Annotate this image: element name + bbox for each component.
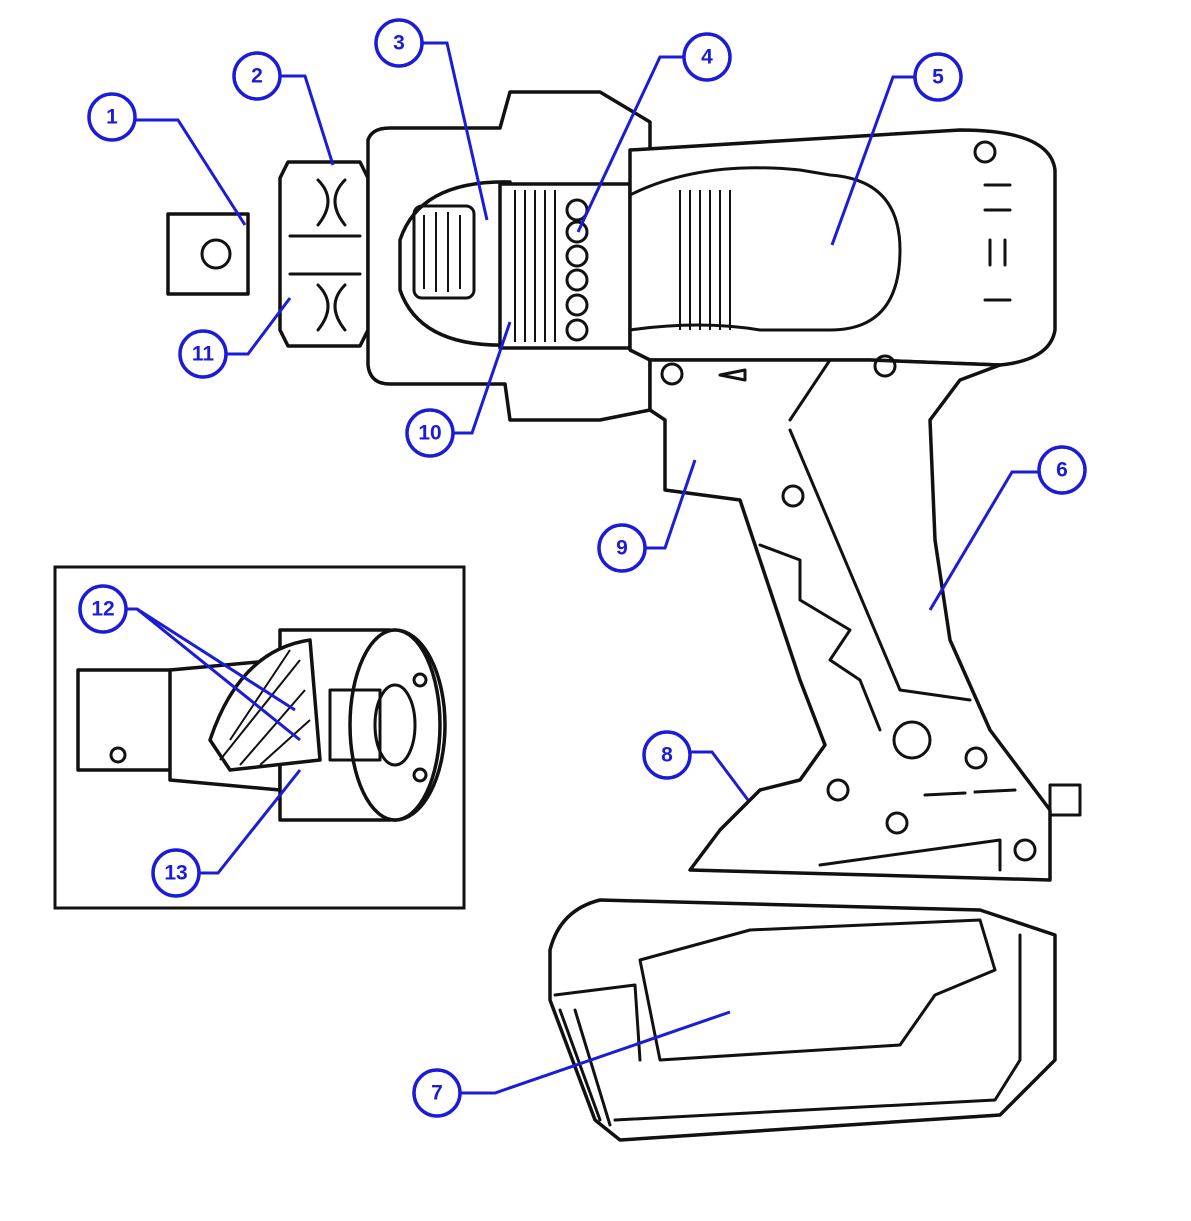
callout-4: 4 [682, 32, 732, 82]
callout-11: 11 [178, 329, 228, 379]
callout-13: 13 [151, 848, 201, 898]
handle [648, 358, 1052, 882]
callout-2: 2 [232, 51, 282, 101]
callout-1: 1 [87, 92, 137, 142]
leader-lines [126, 41, 1039, 1095]
svg-text:12: 12 [91, 598, 114, 621]
callout-8: 8 [642, 730, 692, 780]
battery-pack [548, 898, 1057, 1142]
svg-text:6: 6 [1056, 459, 1068, 482]
callout-3: 3 [374, 18, 424, 68]
svg-text:9: 9 [616, 537, 628, 560]
svg-text:13: 13 [164, 862, 187, 885]
hammer-mechanism [498, 182, 632, 350]
anvil [166, 212, 250, 296]
svg-text:5: 5 [932, 66, 944, 89]
svg-text:11: 11 [192, 343, 215, 366]
svg-text:4: 4 [701, 46, 713, 69]
callout-9: 9 [597, 523, 647, 573]
inset-detail [53, 565, 466, 910]
callout-5: 5 [913, 52, 963, 102]
callout-12: 12 [78, 584, 128, 634]
collar [278, 160, 370, 348]
svg-text:1: 1 [106, 106, 118, 129]
callout-7: 7 [412, 1068, 462, 1118]
svg-text:2: 2 [251, 65, 263, 88]
svg-text:3: 3 [393, 32, 405, 55]
callout-10: 10 [405, 408, 455, 458]
svg-text:10: 10 [418, 422, 441, 445]
svg-text:7: 7 [431, 1082, 443, 1105]
svg-text:8: 8 [661, 744, 673, 767]
callout-6: 6 [1037, 445, 1087, 495]
motor-housing [628, 128, 1057, 367]
